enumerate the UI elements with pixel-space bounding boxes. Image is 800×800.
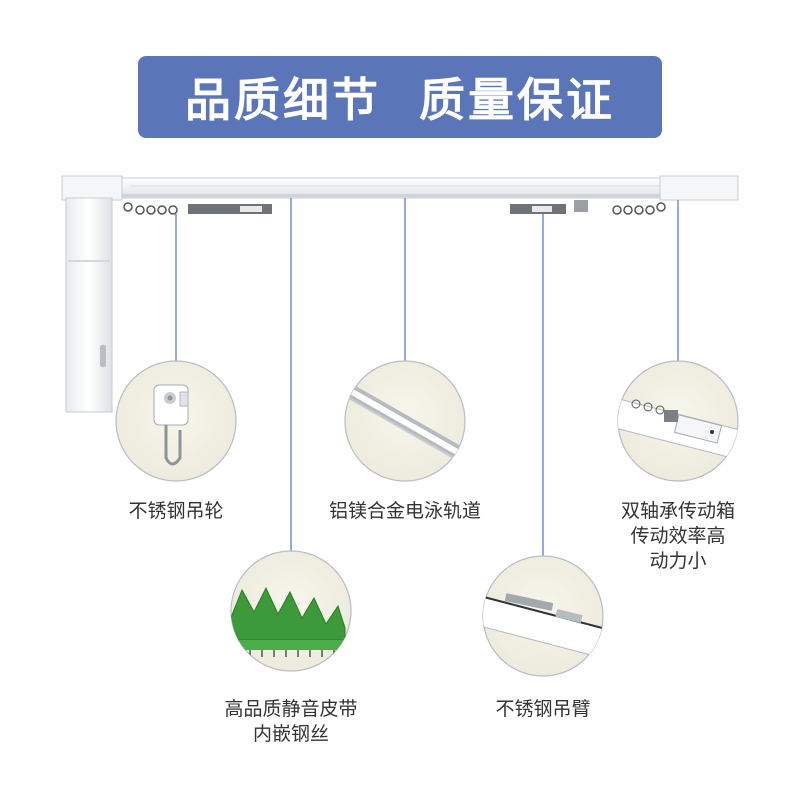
belt-detail-circle bbox=[230, 550, 352, 672]
curtain-track bbox=[61, 175, 739, 201]
belt-caption: 高品质静音皮带 内嵌钢丝 bbox=[201, 697, 381, 747]
gearbox-detail-circle bbox=[617, 360, 739, 482]
gearbox-icon bbox=[618, 397, 738, 461]
belt-caption-line2: 内嵌钢丝 bbox=[252, 723, 329, 745]
motor-unit bbox=[65, 197, 113, 413]
title-banner: 品质细节 质量保证 bbox=[138, 56, 662, 138]
hanging-arm-icon bbox=[483, 593, 603, 661]
pulley-detail-circle bbox=[115, 360, 237, 482]
rail-detail-circle bbox=[344, 360, 466, 482]
arm-detail-circle bbox=[482, 555, 604, 677]
hanging-arms bbox=[188, 200, 588, 214]
gearbox-caption: 双轴承传动箱 传动效率高 动力小 bbox=[600, 499, 756, 574]
belt-icon bbox=[231, 586, 346, 657]
arm-caption: 不锈钢吊臂 bbox=[495, 698, 591, 720]
rail-caption: 铝镁合金电泳轨道 bbox=[328, 500, 481, 522]
pulley-caption: 不锈钢吊轮 bbox=[128, 500, 224, 522]
gearbox-caption-line1: 双轴承传动箱 bbox=[620, 500, 735, 522]
belt-caption-line1: 高品质静音皮带 bbox=[224, 698, 358, 720]
gearbox-caption-line2: 传动效率高 bbox=[630, 525, 726, 547]
pulley-icon bbox=[153, 384, 189, 466]
track-runners bbox=[123, 202, 666, 215]
leader-lines bbox=[175, 198, 679, 556]
banner-title: 品质细节 质量保证 bbox=[184, 73, 616, 127]
gearbox-caption-line3: 动力小 bbox=[649, 550, 707, 572]
